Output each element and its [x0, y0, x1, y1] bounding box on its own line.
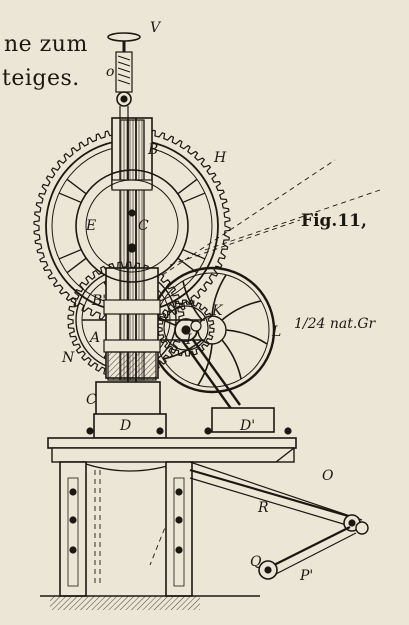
- caption-line-1: ne zum: [4, 32, 88, 57]
- table-frame: [40, 437, 297, 610]
- label-Q: Q: [250, 554, 262, 570]
- label-H: H: [213, 150, 227, 166]
- label-I: I: [185, 332, 192, 348]
- label-B: B: [147, 142, 158, 158]
- label-o: o: [106, 64, 114, 80]
- label-P-prime: P': [299, 568, 313, 584]
- part-labels: V o B H E C B' K I L A N C D D' O R Q P': [61, 20, 334, 584]
- label-N: N: [61, 350, 75, 366]
- label-L: L: [271, 324, 281, 340]
- label-K: K: [211, 303, 224, 319]
- scale-note: 1/24 nat.Gr: [294, 316, 376, 332]
- construction-lines: [94, 159, 381, 585]
- caption-line-2: teiges.: [2, 66, 80, 91]
- hub-C: [75, 169, 189, 283]
- label-R: R: [257, 500, 269, 516]
- screw-top: [107, 32, 141, 120]
- linkage: [160, 318, 241, 411]
- label-D: D: [119, 418, 131, 434]
- label-O: O: [322, 468, 334, 484]
- figure-number: Fig.11,: [301, 211, 367, 231]
- label-C: C: [138, 218, 149, 234]
- label-E: E: [85, 218, 96, 234]
- label-C-base: C: [86, 392, 97, 408]
- label-V: V: [150, 20, 162, 36]
- label-D-prime: D': [239, 418, 255, 434]
- treadle: [189, 461, 369, 580]
- base-block: [86, 381, 292, 439]
- label-A: A: [88, 330, 100, 346]
- label-B-prime: B': [91, 293, 106, 309]
